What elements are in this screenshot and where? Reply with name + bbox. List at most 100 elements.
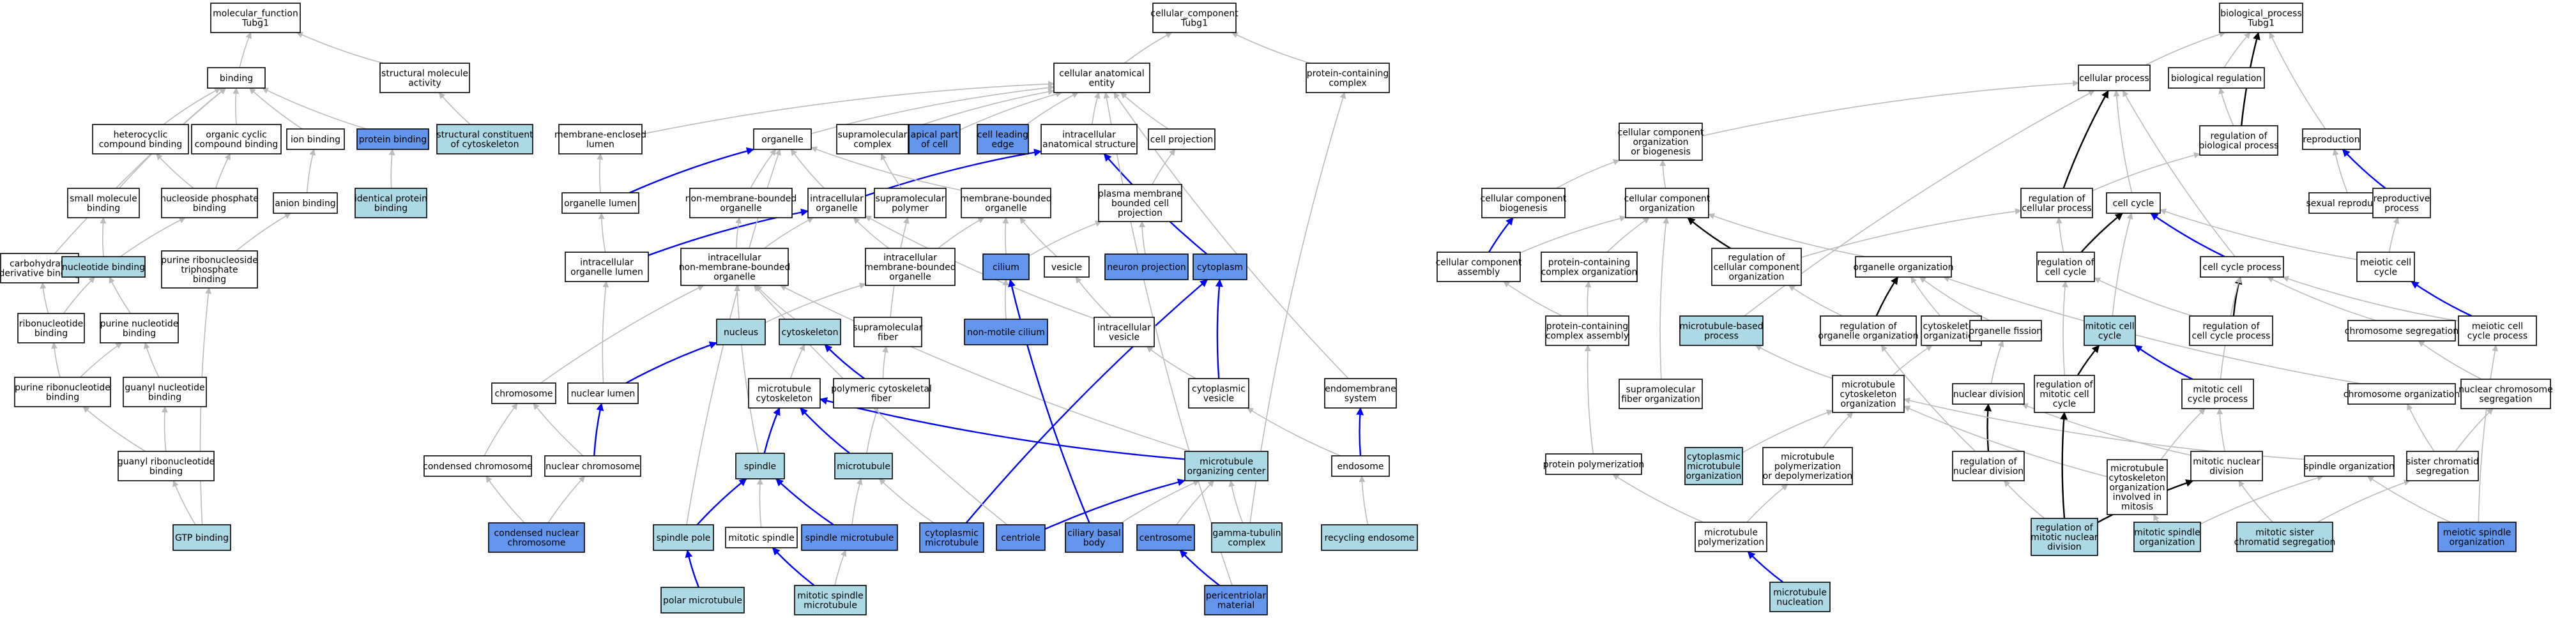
node-binding[interactable]: binding — [207, 67, 266, 89]
node-cell-cycle[interactable]: cell cycle — [2106, 192, 2161, 214]
node-spindle-org[interactable]: spindle organization — [2304, 455, 2395, 477]
node-cellular-process[interactable]: cellular process — [2078, 64, 2151, 91]
node-chr-segregation[interactable]: chromosome segregation — [2345, 320, 2459, 342]
node-spindle-pole[interactable]: spindle pole — [653, 524, 714, 551]
node-cell-proj[interactable]: cell projection — [1148, 128, 1216, 150]
node-spindle-mt[interactable]: spindle microtubule — [801, 524, 898, 551]
node-polar-mt[interactable]: polar microtubule — [660, 587, 745, 614]
node-organelle[interactable]: organelle — [753, 128, 812, 150]
node-protein-binding[interactable]: protein binding — [356, 128, 429, 150]
node-reproduction[interactable]: reproduction — [2302, 128, 2361, 150]
node-bio-reg[interactable]: biological regulation — [2168, 67, 2265, 89]
node-chr-org[interactable]: chromosome organization — [2344, 383, 2460, 405]
node-centriole[interactable]: centriole — [996, 524, 1046, 551]
node-nucleus[interactable]: nucleus — [716, 319, 766, 345]
node-chromosome[interactable]: chromosome — [491, 382, 556, 404]
node-centrosome[interactable]: centrosome — [1136, 524, 1195, 551]
node-gtp[interactable]: GTP binding — [172, 524, 231, 551]
node-nucleotide[interactable]: nucleotide binding — [61, 256, 146, 278]
node-cytoplasm[interactable]: cytoplasm — [1193, 253, 1247, 280]
node-vesicle[interactable]: vesicle — [1044, 256, 1090, 278]
node-microtubule[interactable]: microtubule — [834, 453, 893, 479]
node-recycling-endo[interactable]: recycling endosome — [1321, 524, 1418, 551]
node-cytoskeleton[interactable]: cytoskeleton — [779, 319, 841, 345]
node-ion-binding[interactable]: ion binding — [286, 128, 345, 150]
node-organelle-org[interactable]: organelle organization — [1854, 256, 1954, 278]
node-cilium[interactable]: cilium — [982, 253, 1030, 280]
node-nuclear-chr[interactable]: nuclear chromosome — [544, 455, 641, 477]
node-cell-cycle-process[interactable]: cell cycle process — [2200, 256, 2284, 278]
node-organelle-fission[interactable]: organelle fission — [1969, 320, 2043, 342]
node-endosome[interactable]: endosome — [1331, 455, 1390, 477]
node-nuclear-division[interactable]: nuclear division — [1952, 383, 2025, 405]
node-org-lumen[interactable]: organelle lumen — [561, 192, 639, 214]
